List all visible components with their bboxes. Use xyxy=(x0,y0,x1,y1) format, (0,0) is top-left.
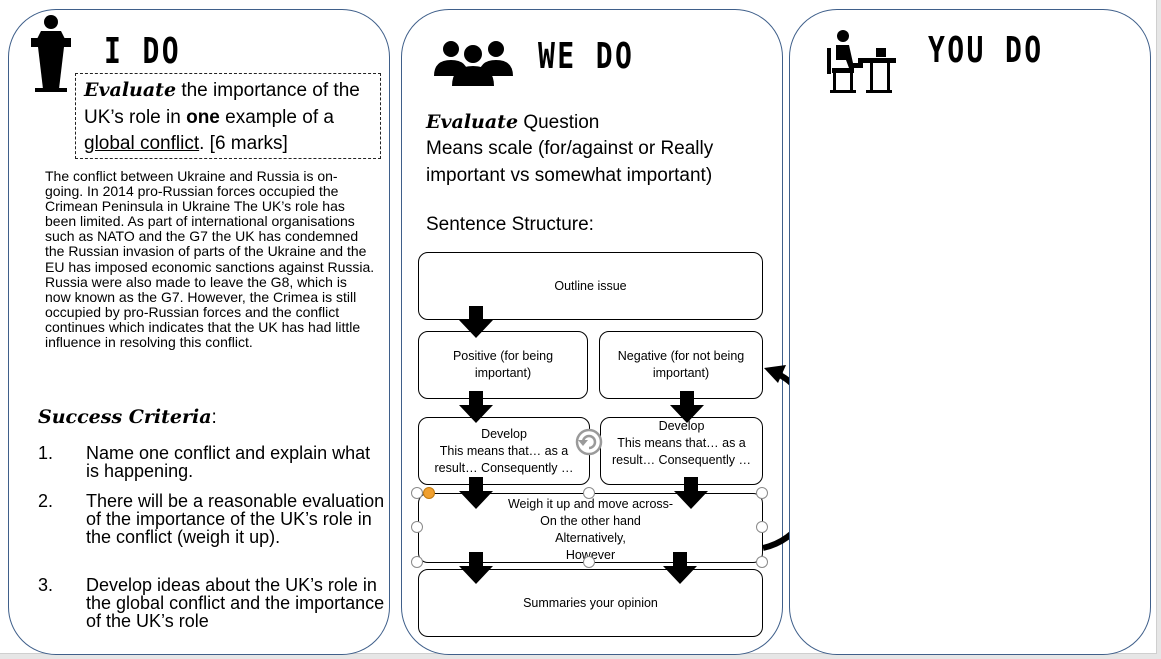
develop-right-title: Develop xyxy=(658,419,705,433)
sentence-structure-label: Sentence Structure: xyxy=(426,214,594,235)
criteria-text: Develop ideas about the UK’s role in the… xyxy=(86,575,385,631)
task-evaluate-word: Evaluate xyxy=(84,79,177,101)
weigh-line: Weigh it up and move across- xyxy=(507,497,674,511)
outline-issue-box[interactable]: Outline issue xyxy=(418,252,763,320)
question-word: Question xyxy=(518,112,600,133)
model-answer-paragraph: The conflict between Ukraine and Russia … xyxy=(45,168,375,351)
weigh-line: Alternatively, xyxy=(555,531,626,545)
task-text-2: example of a xyxy=(219,106,334,128)
criteria-number: 3. xyxy=(38,575,54,595)
success-criteria-heading-text: Success Criteria xyxy=(38,406,212,428)
develop-right-box[interactable]: Develop This means that… as a result… Co… xyxy=(600,417,763,485)
task-text-1: the importance of the UK’s role in xyxy=(84,80,360,128)
task-prompt-box[interactable]: Evaluate the importance of the UK’s role… xyxy=(75,73,381,159)
i-do-panel[interactable] xyxy=(8,9,390,655)
weigh-it-up-box[interactable]: Weigh it up and move across- On the othe… xyxy=(418,493,763,563)
positive-text: Positive (for being important) xyxy=(452,349,554,380)
summary-box[interactable]: Summaries your opinion xyxy=(418,569,763,637)
evaluate-question-line: Evaluate Question xyxy=(426,109,599,137)
criteria-number: 2. xyxy=(38,491,54,511)
resize-handle-active[interactable] xyxy=(423,487,435,499)
task-text-3: . [6 marks] xyxy=(199,133,288,154)
criteria-text: Name one conflict and explain what is ha… xyxy=(86,443,371,481)
develop-right-body: This means that… as a result… Consequent… xyxy=(612,436,751,467)
resize-handle[interactable] xyxy=(583,556,595,568)
resize-handle[interactable] xyxy=(411,556,423,568)
resize-handle[interactable] xyxy=(411,487,423,499)
evaluate-word: Evaluate xyxy=(426,111,519,133)
means-scale-text: Means scale (for/against or Really impor… xyxy=(426,138,714,186)
negative-text: Negative (for not being important) xyxy=(617,349,745,380)
we-do-title: WE DO xyxy=(538,36,635,77)
resize-handle[interactable] xyxy=(756,556,768,568)
summary-text: Summaries your opinion xyxy=(523,595,658,610)
task-global-conflict: global conflict xyxy=(84,133,200,154)
resize-handle[interactable] xyxy=(583,487,595,499)
i-do-title: I DO xyxy=(104,31,181,72)
positive-box[interactable]: Positive (for being important) xyxy=(418,331,588,399)
outline-issue-text: Outline issue xyxy=(554,278,627,293)
success-criteria-heading: Success Criteria: xyxy=(38,406,217,429)
develop-left-box[interactable]: Develop This means that… as a result… Co… xyxy=(418,417,590,485)
develop-left-body: This means that… as a result… Consequent… xyxy=(434,443,574,475)
you-do-title: YOU DO xyxy=(928,30,1044,71)
resize-handle[interactable] xyxy=(756,487,768,499)
success-criteria-colon: : xyxy=(211,407,217,428)
criteria-text: There will be a reasonable evaluation of… xyxy=(86,491,385,547)
negative-box[interactable]: Negative (for not being important) xyxy=(599,331,763,399)
resize-handle[interactable] xyxy=(411,521,423,533)
task-one-word: one xyxy=(186,106,220,128)
criteria-number: 1. xyxy=(38,443,54,463)
weigh-line: However xyxy=(565,548,616,562)
weigh-line: On the other hand xyxy=(540,514,641,528)
you-do-panel[interactable] xyxy=(789,9,1151,655)
resize-handle[interactable] xyxy=(756,521,768,533)
develop-left-title: Develop xyxy=(481,426,527,441)
